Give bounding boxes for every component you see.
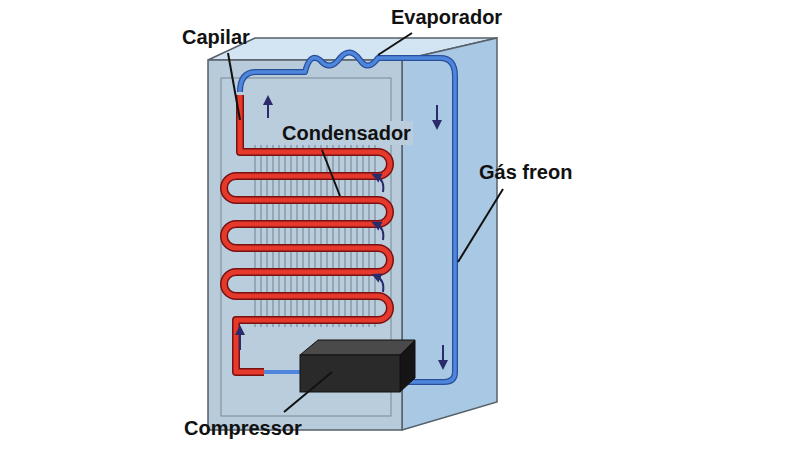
part-label: Capilar <box>180 25 252 49</box>
compressor-side <box>400 340 415 392</box>
cabinet-front <box>208 60 402 430</box>
freon-tube <box>240 52 455 382</box>
freon-tube-outline <box>240 52 455 382</box>
leader-lines <box>228 33 503 412</box>
flow-arrows <box>240 100 443 365</box>
freon-tube <box>262 370 300 374</box>
part-label: Condensador <box>280 121 413 145</box>
part-label: Gás freon <box>477 160 574 184</box>
part-label: Evaporador <box>389 5 504 29</box>
part-label: Compressor <box>182 416 304 440</box>
cabinet-side <box>402 38 497 430</box>
compressor-top <box>300 340 415 355</box>
